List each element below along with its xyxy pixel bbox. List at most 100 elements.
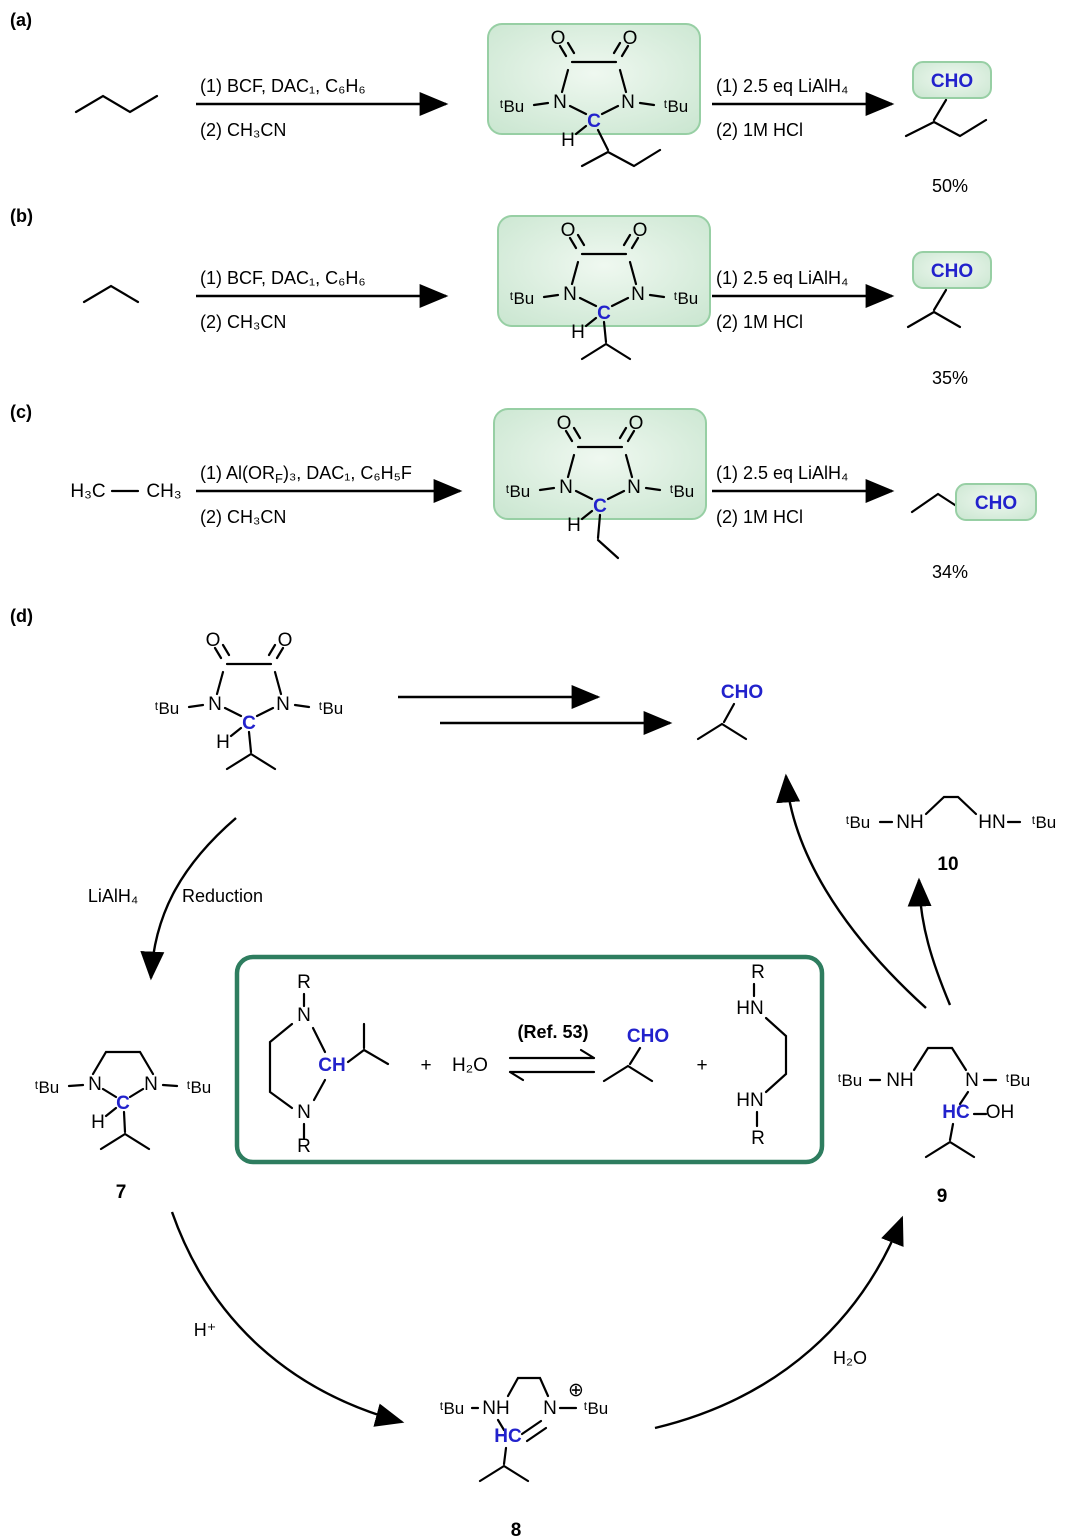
n-atom-label: N xyxy=(208,694,222,715)
panel-a: (a) (1) BCF, DAC₁, C₆H₆ (2) CH₃CN O O N … xyxy=(10,10,992,196)
isopropyl-bonds xyxy=(478,1446,530,1483)
conditions-line1: (1) 2.5 eq LiAlH₄ xyxy=(716,463,848,483)
chain-bonds xyxy=(906,288,962,329)
ring-bonds xyxy=(311,1026,327,1102)
compound-number: 10 xyxy=(937,854,958,875)
cond-sub-f: F xyxy=(275,471,283,486)
reference-label: (Ref. 53) xyxy=(517,1022,588,1042)
n-atom-label: N xyxy=(543,1398,557,1419)
tbu-label: ᵗBu xyxy=(319,699,344,718)
r-label: R xyxy=(751,1128,765,1149)
oh-label: OH xyxy=(986,1102,1015,1123)
tbu-label: ᵗBu xyxy=(35,1078,60,1097)
panel-label: (a) xyxy=(10,10,32,30)
o-atom-label: O xyxy=(629,413,644,434)
tbu-label: ᵗBu xyxy=(674,289,699,308)
panel-label: (c) xyxy=(10,402,32,422)
bond xyxy=(958,1090,970,1106)
secbutyl-bonds xyxy=(580,128,662,168)
tbu-label: ᵗBu xyxy=(510,289,535,308)
reduction-reagent: LiAlH₄ xyxy=(88,886,138,906)
c-atom-label: C xyxy=(242,713,256,734)
ch-label: CH xyxy=(318,1055,345,1076)
hc-label: HC xyxy=(942,1102,970,1123)
hc-label: HC xyxy=(494,1426,522,1447)
cho-label: CHO xyxy=(627,1026,669,1047)
n-atom-label: N xyxy=(297,1102,311,1123)
c-atom-label: C xyxy=(587,111,601,132)
panel-d: (d) O O N N ᵗBu ᵗBu C H CHO ᵗBu NH xyxy=(10,606,1056,1539)
conditions-line2: (2) 1M HCl xyxy=(716,312,803,332)
isopropyl-bonds xyxy=(602,1046,654,1083)
n-atom-label: N xyxy=(297,1005,311,1026)
product-a: CHO 50% xyxy=(904,61,992,196)
ethylene-bridge xyxy=(268,1022,294,1110)
n-atom-label: N xyxy=(553,92,567,113)
product-c: CHO 34% xyxy=(910,483,1037,582)
double-bond xyxy=(520,1419,548,1443)
panel-b: (b) (1) BCF, DAC₁, C₆H₆ (2) CH₃CN O O N … xyxy=(10,206,992,388)
r-label: R xyxy=(751,962,765,983)
highlight-box xyxy=(487,23,701,135)
h-atom-label: H xyxy=(216,732,230,753)
mechanism-box: R N N R CH + H₂O (Ref. 53) CHO xyxy=(234,954,825,1165)
nh-label: NH xyxy=(896,812,923,833)
compound-10: ᵗBu NH HN ᵗBu 10 xyxy=(846,795,1056,875)
box-aldehyde: CHO xyxy=(602,1026,669,1083)
reference-frame xyxy=(234,954,825,1165)
cho-label: CHO xyxy=(931,71,973,92)
o-atom-label: O xyxy=(623,28,638,49)
substrate-propane xyxy=(82,284,140,304)
isopropyl-bonds xyxy=(99,1110,151,1151)
reverse-half-arrow xyxy=(508,1070,596,1082)
tbu-label: ᵗBu xyxy=(187,1078,212,1097)
isopropyl-bonds xyxy=(346,1022,390,1066)
cho-label: CHO xyxy=(931,261,973,282)
chain-bonds xyxy=(910,492,960,514)
generic-aminal: R N N R CH xyxy=(268,972,390,1157)
plus-sign: + xyxy=(420,1055,431,1076)
tbu-label: ᵗBu xyxy=(664,97,689,116)
o-atom-label: O xyxy=(206,630,221,651)
isopropyl-bonds xyxy=(696,702,748,741)
h3c-label: H₃C xyxy=(70,481,105,502)
conditions-line1: (1) 2.5 eq LiAlH₄ xyxy=(716,268,848,288)
ethyl-bonds xyxy=(596,513,620,560)
conditions-line1: (1) BCF, DAC₁, C₆H₆ xyxy=(200,76,366,96)
arrow-7-to-8 xyxy=(170,1211,405,1427)
yield-value: 50% xyxy=(932,176,968,196)
nh-label: NH xyxy=(886,1070,913,1091)
highlight-box xyxy=(912,251,992,289)
compound-number: 8 xyxy=(511,1520,522,1539)
compound-number: 7 xyxy=(116,1182,127,1203)
o-atom-label: O xyxy=(278,630,293,651)
tbu-label: ᵗBu xyxy=(155,699,180,718)
conditions-line2: (2) CH₃CN xyxy=(200,120,286,140)
nh-label: NH xyxy=(482,1398,509,1419)
cond-post: )₃, DAC₁, C₆H₅F xyxy=(283,463,412,483)
dione-adduct-top: O O N N ᵗBu ᵗBu C H xyxy=(155,630,344,771)
conditions-line1: (1) 2.5 eq LiAlH₄ xyxy=(716,76,848,96)
arrow-9-to-product xyxy=(776,773,927,1009)
c-atom-label: C xyxy=(597,303,611,324)
c-atom-label: C xyxy=(116,1093,130,1114)
panel-label: (b) xyxy=(10,206,33,226)
r-label: R xyxy=(297,972,311,993)
r-label: R xyxy=(297,1136,311,1157)
forward-half-arrow xyxy=(508,1048,596,1060)
n-atom-label: N xyxy=(627,477,641,498)
c-atom-label: C xyxy=(593,496,607,517)
arrow-9-to-10 xyxy=(907,877,952,1006)
h-atom-label: H xyxy=(91,1112,105,1133)
isopropyl-bonds xyxy=(225,730,277,771)
highlight-box xyxy=(912,61,992,99)
hn-label: HN xyxy=(736,998,763,1019)
reduction-word: Reduction xyxy=(182,886,263,906)
ethylene-bridge xyxy=(912,1046,968,1072)
tbu-label: ᵗBu xyxy=(846,813,871,832)
tbu-label: ᵗBu xyxy=(1006,1071,1031,1090)
isopropyl-bonds xyxy=(924,1122,976,1159)
compound-7: N N ᵗBu ᵗBu C H 7 xyxy=(35,1050,212,1203)
proton-label: H⁺ xyxy=(194,1320,217,1340)
